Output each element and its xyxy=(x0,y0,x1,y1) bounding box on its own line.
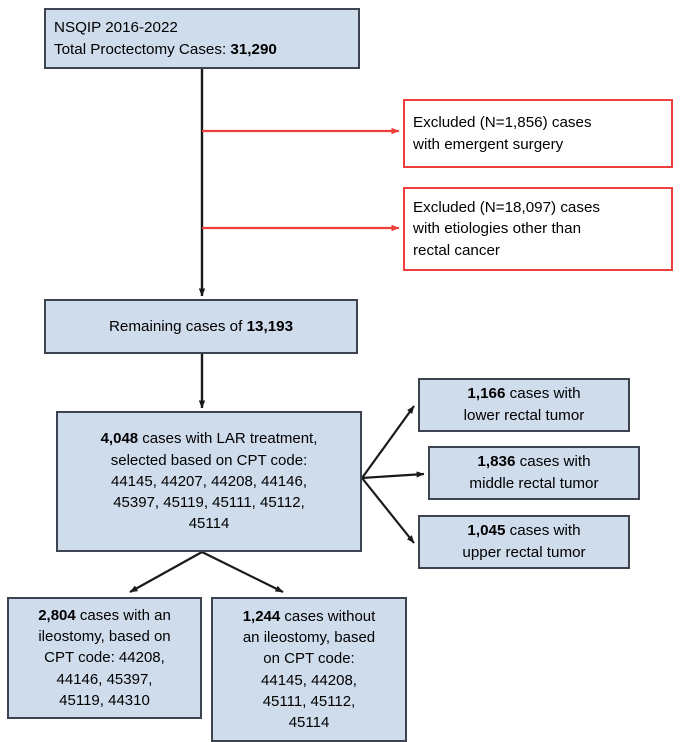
node-line: 45397, 45119, 45111, 45112, xyxy=(113,494,305,512)
lar-treatment-box: 4,048 cases with LAR treatment, selected… xyxy=(56,411,362,552)
connector-lar-to-without-ileostomy xyxy=(201,551,284,593)
cases-without-ileostomy-box: 1,244 cases without an ileostomy, based … xyxy=(211,597,407,742)
node-line: upper rectal tumor xyxy=(462,544,586,561)
upper-rectal-tumor-box: 1,045 cases with upper rectal tumor xyxy=(418,515,630,569)
node-line: an ileostomy, based xyxy=(242,628,376,646)
without-ileostomy-count: 1,244 xyxy=(242,607,281,625)
excluded-emergent-surgery-box: Excluded (N=1,856) cases with emergent s… xyxy=(403,99,673,168)
node-line: 44145, 44208, xyxy=(261,671,357,689)
connector-lar-to-lower xyxy=(361,405,415,479)
node-line: lower rectal tumor xyxy=(463,407,585,424)
lar-cases-count: 4,048 xyxy=(100,430,139,448)
node-line: 44145, 44207, 44208, 44146, xyxy=(110,472,308,490)
with-ileostomy-count: 2,804 xyxy=(38,606,76,624)
node-line: CPT code: 44208, xyxy=(44,649,165,667)
connector-lar-to-upper xyxy=(361,477,415,544)
node-line: 45119, 44310 xyxy=(59,691,150,709)
node-line: on CPT code: xyxy=(263,650,355,668)
lower-tumor-count: 1,166 xyxy=(467,385,506,403)
node-line: NSQIP 2016-2022 xyxy=(54,18,178,36)
total-proctectomy-cases-box: NSQIP 2016-2022 Total Proctectomy Cases:… xyxy=(44,8,360,69)
cases-with-ileostomy-box: 2,804 cases with an ileostomy, based on … xyxy=(7,597,202,719)
node-line: middle rectal tumor xyxy=(469,475,599,492)
node-line: ileostomy, based on xyxy=(38,628,171,646)
node-line: Total Proctectomy Cases: 31,290 xyxy=(54,40,277,58)
node-line: 1,836 cases with xyxy=(477,453,591,471)
node-line: 45111, 45112, xyxy=(262,692,356,710)
node-line: 2,804 cases with an xyxy=(38,606,171,624)
node-line: with emergent surgery xyxy=(413,135,564,153)
node-line: rectal cancer xyxy=(413,241,500,259)
node-line: 44146, 45397, xyxy=(56,670,153,688)
middle-rectal-tumor-box: 1,836 cases with middle rectal tumor xyxy=(428,446,640,500)
total-cases-count: 31,290 xyxy=(230,40,277,58)
connector-lar-to-middle xyxy=(361,471,425,480)
excluded-other-etiologies-box: Excluded (N=18,097) cases with etiologie… xyxy=(403,187,673,271)
connector-lar-to-with-ileostomy xyxy=(129,551,203,593)
remaining-cases-count: 13,193 xyxy=(246,317,294,335)
node-line: 45114 xyxy=(188,515,230,533)
node-line: 1,045 cases with xyxy=(467,522,581,540)
node-line: Remaining cases of 13,193 xyxy=(108,317,294,335)
node-line: 4,048 cases with LAR treatment, xyxy=(100,430,318,448)
node-line: 45114 xyxy=(288,714,330,732)
remaining-cases-box: Remaining cases of 13,193 xyxy=(44,299,358,354)
node-line: 1,166 cases with xyxy=(467,385,581,403)
upper-tumor-count: 1,045 xyxy=(467,522,506,540)
node-line: selected based on CPT code: xyxy=(110,451,308,469)
node-line: Excluded (N=18,097) cases xyxy=(413,198,600,216)
node-line: with etiologies other than xyxy=(413,220,582,238)
lower-rectal-tumor-box: 1,166 cases with lower rectal tumor xyxy=(418,378,630,432)
node-line: 1,244 cases without xyxy=(242,607,376,625)
node-line: Excluded (N=1,856) cases xyxy=(413,113,592,131)
middle-tumor-count: 1,836 xyxy=(477,453,516,471)
